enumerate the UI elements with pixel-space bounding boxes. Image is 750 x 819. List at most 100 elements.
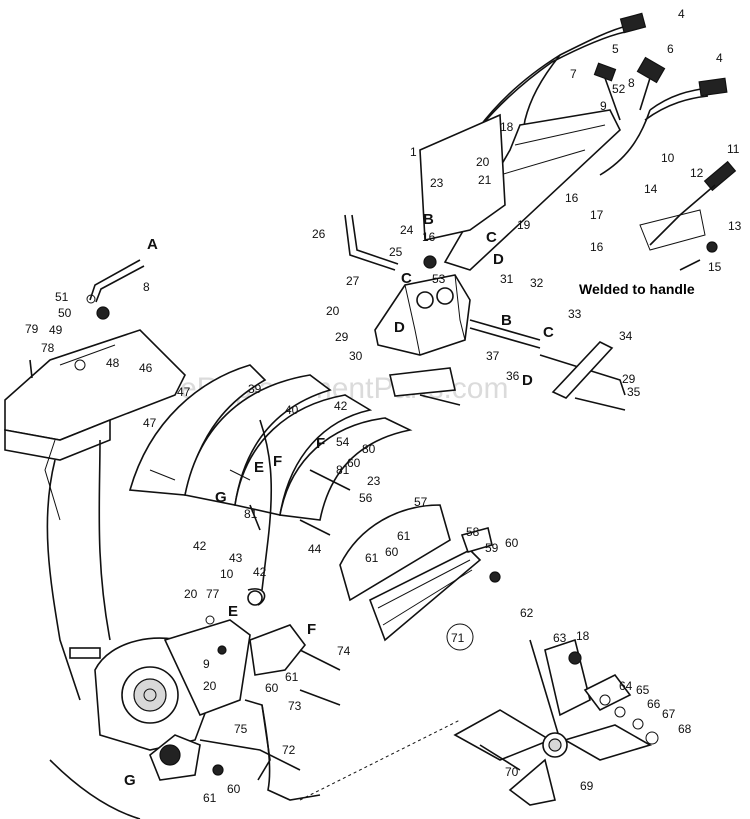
callout: 49 (49, 323, 63, 337)
callout: 59 (485, 541, 499, 555)
callout-letter: B (501, 312, 512, 329)
callout: 20 (203, 679, 217, 693)
callout: 26 (312, 227, 326, 241)
callout: 60 (505, 536, 519, 550)
callout: 78 (41, 341, 55, 355)
callout: 73 (288, 699, 302, 713)
link-rod-8 (86, 259, 145, 320)
washer-53 (423, 255, 437, 269)
shift-knob (593, 62, 617, 82)
callout: 7 (570, 67, 577, 81)
tine-shield (128, 364, 451, 602)
callout-letter: D (493, 251, 504, 268)
callout: 54 (336, 435, 350, 449)
callout: 31 (500, 272, 514, 286)
callout: 66 (647, 697, 661, 711)
callout: 62 (520, 606, 534, 620)
callout: 9 (600, 99, 607, 113)
callout: 4 (678, 7, 685, 21)
callout: 42 (253, 565, 267, 579)
callout: 16 (422, 230, 436, 244)
callout: 15 (708, 260, 722, 274)
callout-letter: A (147, 236, 158, 253)
callout-letter: C (543, 324, 554, 341)
callout: 80 (362, 442, 376, 456)
callout: 46 (139, 361, 153, 375)
callout: 10 (661, 151, 675, 165)
callout: 60 (265, 681, 279, 695)
callout: 44 (308, 542, 322, 556)
callout-letter: B (423, 211, 434, 228)
callout: 53 (432, 272, 446, 286)
callout-letter: E (228, 603, 238, 620)
callout-letter: C (401, 270, 412, 287)
handle-assembly (419, 12, 737, 271)
throttle-knob (636, 56, 666, 84)
callout: 72 (282, 743, 296, 757)
callout: 81 (336, 463, 350, 477)
callout: 1 (410, 145, 417, 159)
leader-line (299, 719, 461, 801)
welded-note: Welded to handle (579, 281, 695, 297)
rear-hood (4, 329, 186, 701)
drag-bar (368, 527, 501, 642)
callout-labels: 4 4 5 6 7 52 8 9 1 18 20 10 23 21 19 16 … (25, 7, 742, 805)
callout: 12 (690, 166, 704, 180)
callout: 79 (25, 322, 39, 336)
callout: 42 (334, 399, 348, 413)
callout: 63 (553, 631, 567, 645)
callout: 74 (337, 644, 351, 658)
callout: 34 (619, 329, 633, 343)
handle-grip-right (698, 77, 728, 97)
callout: 65 (636, 683, 650, 697)
callout: 6 (667, 42, 674, 56)
callout: 16 (590, 240, 604, 254)
callout: 20 (476, 155, 490, 169)
callout-letter: F (316, 435, 325, 452)
callout: 25 (389, 245, 403, 259)
callout: 61 (365, 551, 379, 565)
callout: 37 (486, 349, 500, 363)
callout: 21 (478, 173, 492, 187)
figure-number: 71 (451, 631, 465, 645)
callout-letter: D (522, 372, 533, 389)
callout: 35 (627, 385, 641, 399)
callout: 39 (248, 382, 262, 396)
callout: 13 (728, 219, 742, 233)
callout: 61 (397, 529, 411, 543)
callout: 68 (678, 722, 692, 736)
callout: 64 (619, 679, 633, 693)
panel-plate (419, 113, 506, 241)
callout: 43 (229, 551, 243, 565)
callout: 70 (505, 765, 519, 779)
nut-15 (706, 241, 718, 253)
callout: 18 (576, 629, 590, 643)
callout-letter: G (215, 489, 227, 506)
tine-assembly (453, 638, 659, 806)
handle-grip-left (619, 12, 647, 34)
callout: 20 (326, 304, 340, 318)
callout: 32 (530, 276, 544, 290)
handle-bracket (344, 214, 626, 411)
callout-letter: F (307, 621, 316, 638)
callout: 9 (203, 657, 210, 671)
callout: 69 (580, 779, 594, 793)
nut-50 (96, 306, 110, 320)
callout: 20 (184, 587, 198, 601)
callout: 5 (612, 42, 619, 56)
callout-letter: E (254, 459, 264, 476)
callout: 4 (716, 51, 723, 65)
callout: 48 (106, 356, 120, 370)
callout: 10 (220, 567, 234, 581)
callout: 14 (644, 182, 658, 196)
callout: 8 (143, 280, 150, 294)
callout: 42 (193, 539, 207, 553)
callout: 75 (234, 722, 248, 736)
lever-34 (551, 341, 614, 399)
callout: 51 (55, 290, 69, 304)
callout: 56 (359, 491, 373, 505)
callout: 47 (143, 416, 157, 430)
callout-letter: F (273, 453, 282, 470)
